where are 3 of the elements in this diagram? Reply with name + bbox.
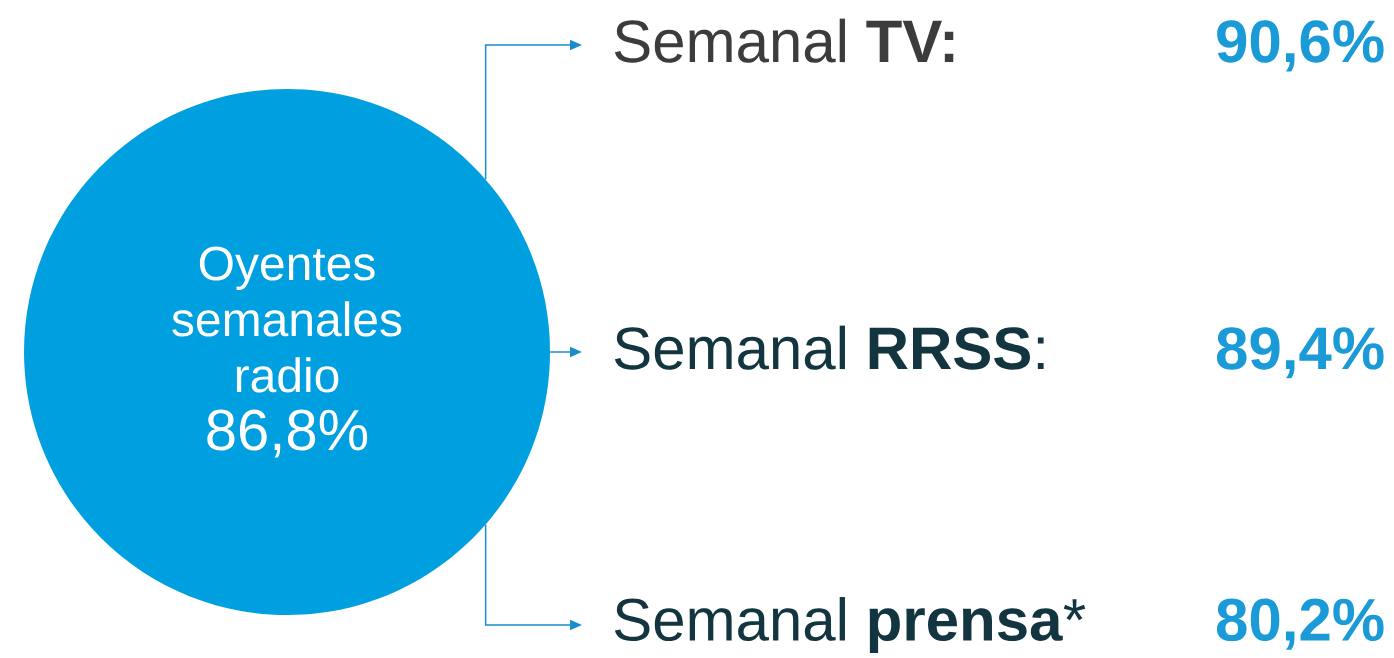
stat-label: Semanal prensa* 80,2% [614,597,1384,653]
stat-label: Semanal TV: 90,6% [614,18,1384,72]
stat-label: Semanal RRSS: 89,4% [614,325,1384,379]
